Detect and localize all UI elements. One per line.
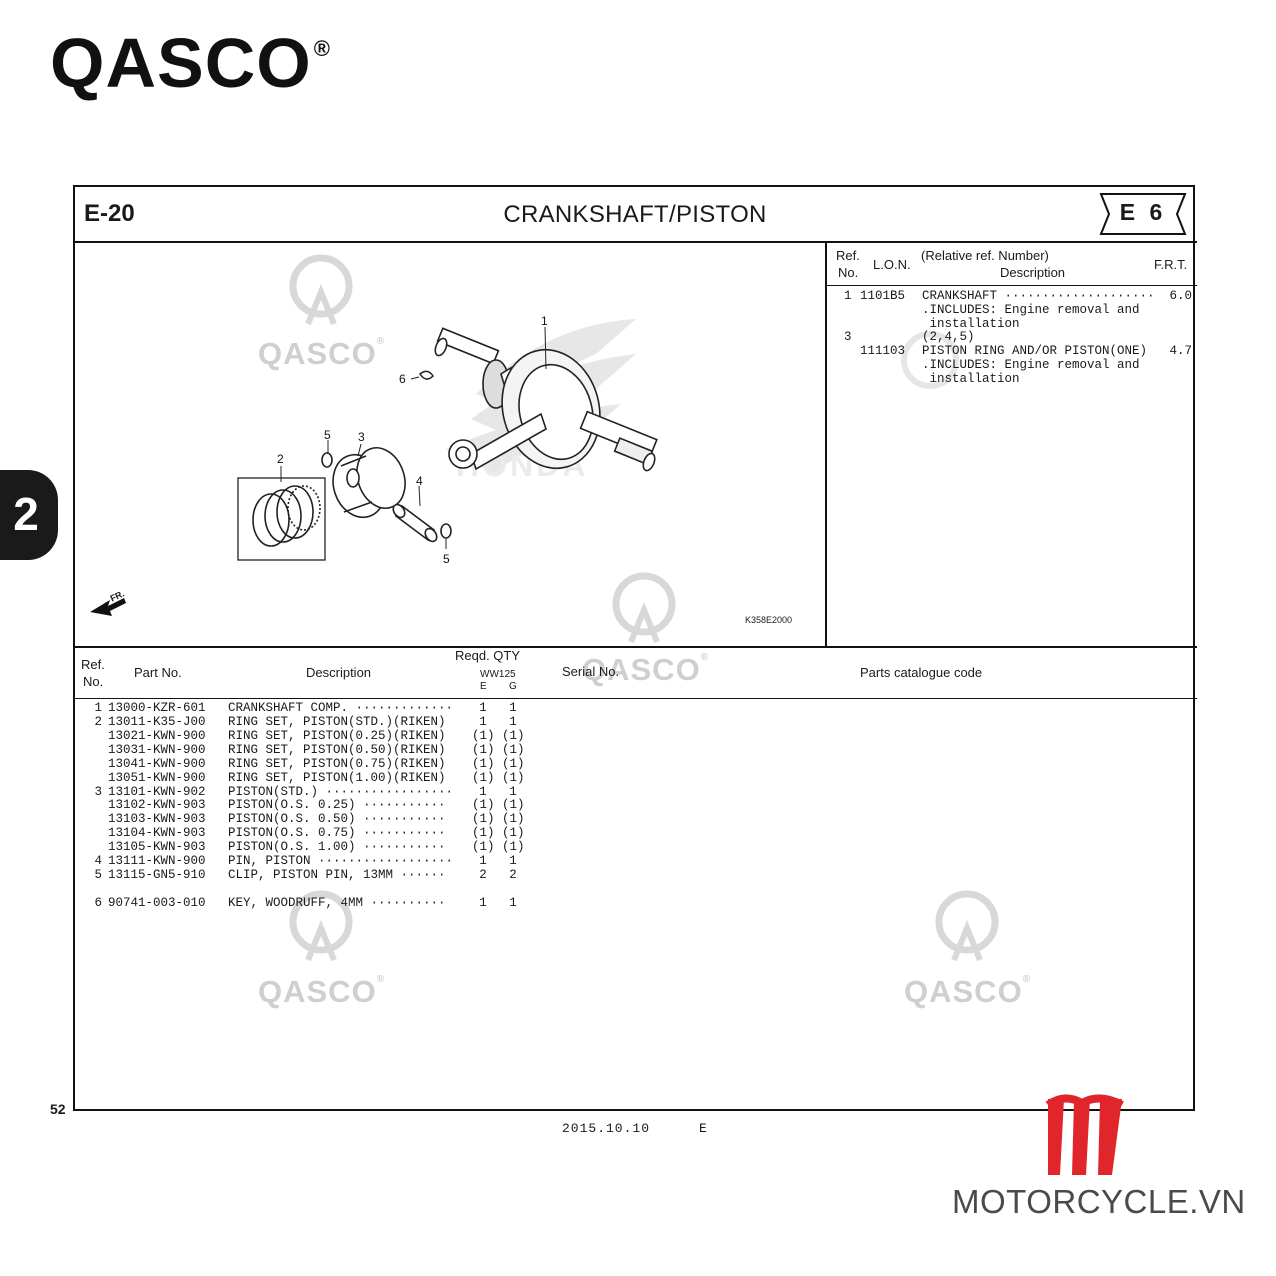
piston-pin bbox=[392, 503, 438, 543]
info-header-lon: L.O.N. bbox=[873, 257, 911, 272]
dealer-logo-emblem bbox=[1045, 1094, 1124, 1175]
info-row-desc: installation bbox=[922, 372, 1020, 386]
crankshaft bbox=[434, 327, 658, 472]
callout-4: 4 bbox=[416, 474, 423, 488]
info-header-divider bbox=[827, 285, 1197, 286]
page-title: CRANKSHAFT/PISTON bbox=[503, 201, 767, 228]
info-row-frt: 6.0 bbox=[1169, 289, 1192, 303]
watermark: QASCO® bbox=[582, 652, 710, 687]
info-header-no: No. bbox=[838, 265, 859, 280]
parts-header-part-no: Part No. bbox=[134, 665, 182, 680]
watermark-emblem bbox=[935, 890, 999, 962]
callout-1: 1 bbox=[541, 314, 548, 328]
watermark-emblem bbox=[289, 890, 353, 962]
header-divider bbox=[73, 241, 1197, 243]
info-header-relative: (Relative ref. Number) bbox=[921, 248, 1049, 263]
callout-6: 6 bbox=[399, 372, 406, 386]
parts-header-catalogue-code: Parts catalogue code bbox=[860, 665, 983, 680]
watermark: QASCO® bbox=[258, 336, 386, 371]
parts-header-ref: Ref. bbox=[81, 657, 105, 672]
info-row-desc: installation bbox=[922, 317, 1020, 331]
callout-5b: 5 bbox=[443, 552, 450, 566]
chapter-tab-number: 2 bbox=[13, 488, 39, 540]
parts-header-no: No. bbox=[83, 674, 104, 689]
parts-header-model: WW125 bbox=[480, 669, 516, 680]
watermark-emblem bbox=[901, 331, 959, 389]
piston-clip bbox=[440, 523, 452, 539]
watermark-emblem bbox=[289, 254, 353, 326]
figure-divider bbox=[73, 646, 1197, 648]
info-header-description: Description bbox=[1000, 265, 1066, 280]
info-row-lon: 1101B5 bbox=[860, 289, 906, 303]
piston-clip bbox=[321, 452, 333, 468]
info-row-desc: .INCLUDES: Engine removal and bbox=[922, 358, 1140, 372]
section-code: E-20 bbox=[84, 200, 135, 227]
callout-5a: 5 bbox=[324, 428, 331, 442]
callout-3: 3 bbox=[358, 430, 365, 444]
info-row-desc: (2,4,5) bbox=[922, 330, 975, 344]
parts-header-description: Description bbox=[306, 665, 372, 680]
info-row-ref: 3 bbox=[844, 330, 852, 344]
watermark: QASCO® bbox=[904, 974, 1032, 1009]
footer-date: 2015.10.10 bbox=[562, 1121, 651, 1136]
parts-header-serial-no: Serial No. bbox=[562, 664, 620, 679]
info-column-divider bbox=[825, 242, 827, 647]
info-row-lon: 111103 bbox=[860, 344, 906, 358]
woodruff-key bbox=[418, 370, 434, 380]
info-row-desc: CRANKSHAFT ···················· bbox=[922, 289, 1155, 303]
watermark: QASCO® bbox=[258, 974, 386, 1009]
front-direction-arrow bbox=[90, 598, 126, 616]
footer-edition: E bbox=[699, 1121, 707, 1136]
info-row-desc: PISTON RING AND/OR PISTON(ONE) bbox=[922, 344, 1148, 358]
logo-mark: ® bbox=[313, 36, 331, 61]
info-row-desc: .INCLUDES: Engine removal and bbox=[922, 303, 1140, 317]
info-header-frt: F.R.T. bbox=[1154, 257, 1188, 272]
parts-header-col-g: G bbox=[509, 681, 517, 692]
page-frame bbox=[73, 185, 1195, 1111]
watermark-emblem bbox=[612, 572, 676, 644]
logo-text: QASCO bbox=[50, 24, 312, 102]
section-badge: E 6 bbox=[1119, 199, 1167, 225]
info-rows: 1 1101B5 CRANKSHAFT ····················… bbox=[836, 289, 1194, 399]
dealer-logo-text: MOTORCYCLE.VN bbox=[952, 1183, 1246, 1220]
parts-header-reqd-qty: Reqd. QTY bbox=[455, 648, 521, 663]
piston bbox=[332, 447, 406, 519]
info-row-ref: 1 bbox=[844, 289, 852, 303]
badge-frame bbox=[1099, 193, 1187, 235]
table-header-divider bbox=[73, 698, 1197, 699]
qasco-logo: QASCO® bbox=[50, 28, 331, 98]
chapter-tab bbox=[0, 470, 58, 560]
page-number: 52 bbox=[50, 1101, 66, 1117]
figure-code: K358E2000 bbox=[745, 615, 793, 625]
piston-rings bbox=[252, 485, 321, 547]
parts-header-col-e: E bbox=[480, 681, 487, 692]
parts-diagram: HONDA bbox=[90, 319, 658, 616]
callout-2: 2 bbox=[277, 452, 284, 466]
info-header-ref: Ref. bbox=[836, 248, 860, 263]
info-row-frt: 4.7 bbox=[1169, 344, 1192, 358]
